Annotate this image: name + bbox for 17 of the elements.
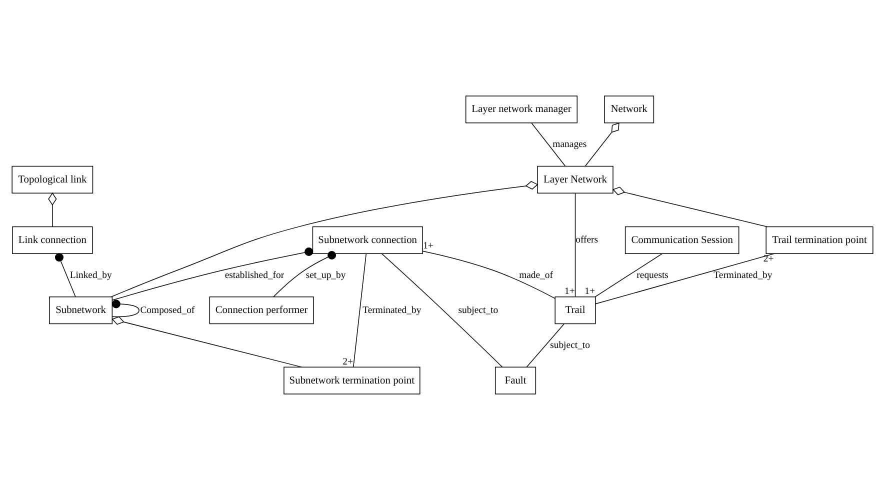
edge-label: Composed_of [140,304,195,316]
label: 1+ [564,286,575,297]
edge-label: subject_to [458,304,498,316]
edge-label: offers [576,234,598,246]
label: 1+ [423,240,434,251]
edge-label: made_of [519,269,554,280]
edge-label: set_up_by [306,269,346,280]
edge-label: Terminated_by [362,304,422,316]
edge-label: subject_to [550,340,590,350]
label: 2+ [763,252,774,264]
edge-label: established_for [224,269,284,280]
edge-label: manages [552,138,587,150]
edge-label: Terminated_by [714,269,772,280]
edge-label: requests [636,269,668,280]
label: 2+ [342,356,353,367]
edge-label: Linked_by [70,269,112,280]
label: 1+ [584,285,595,296]
